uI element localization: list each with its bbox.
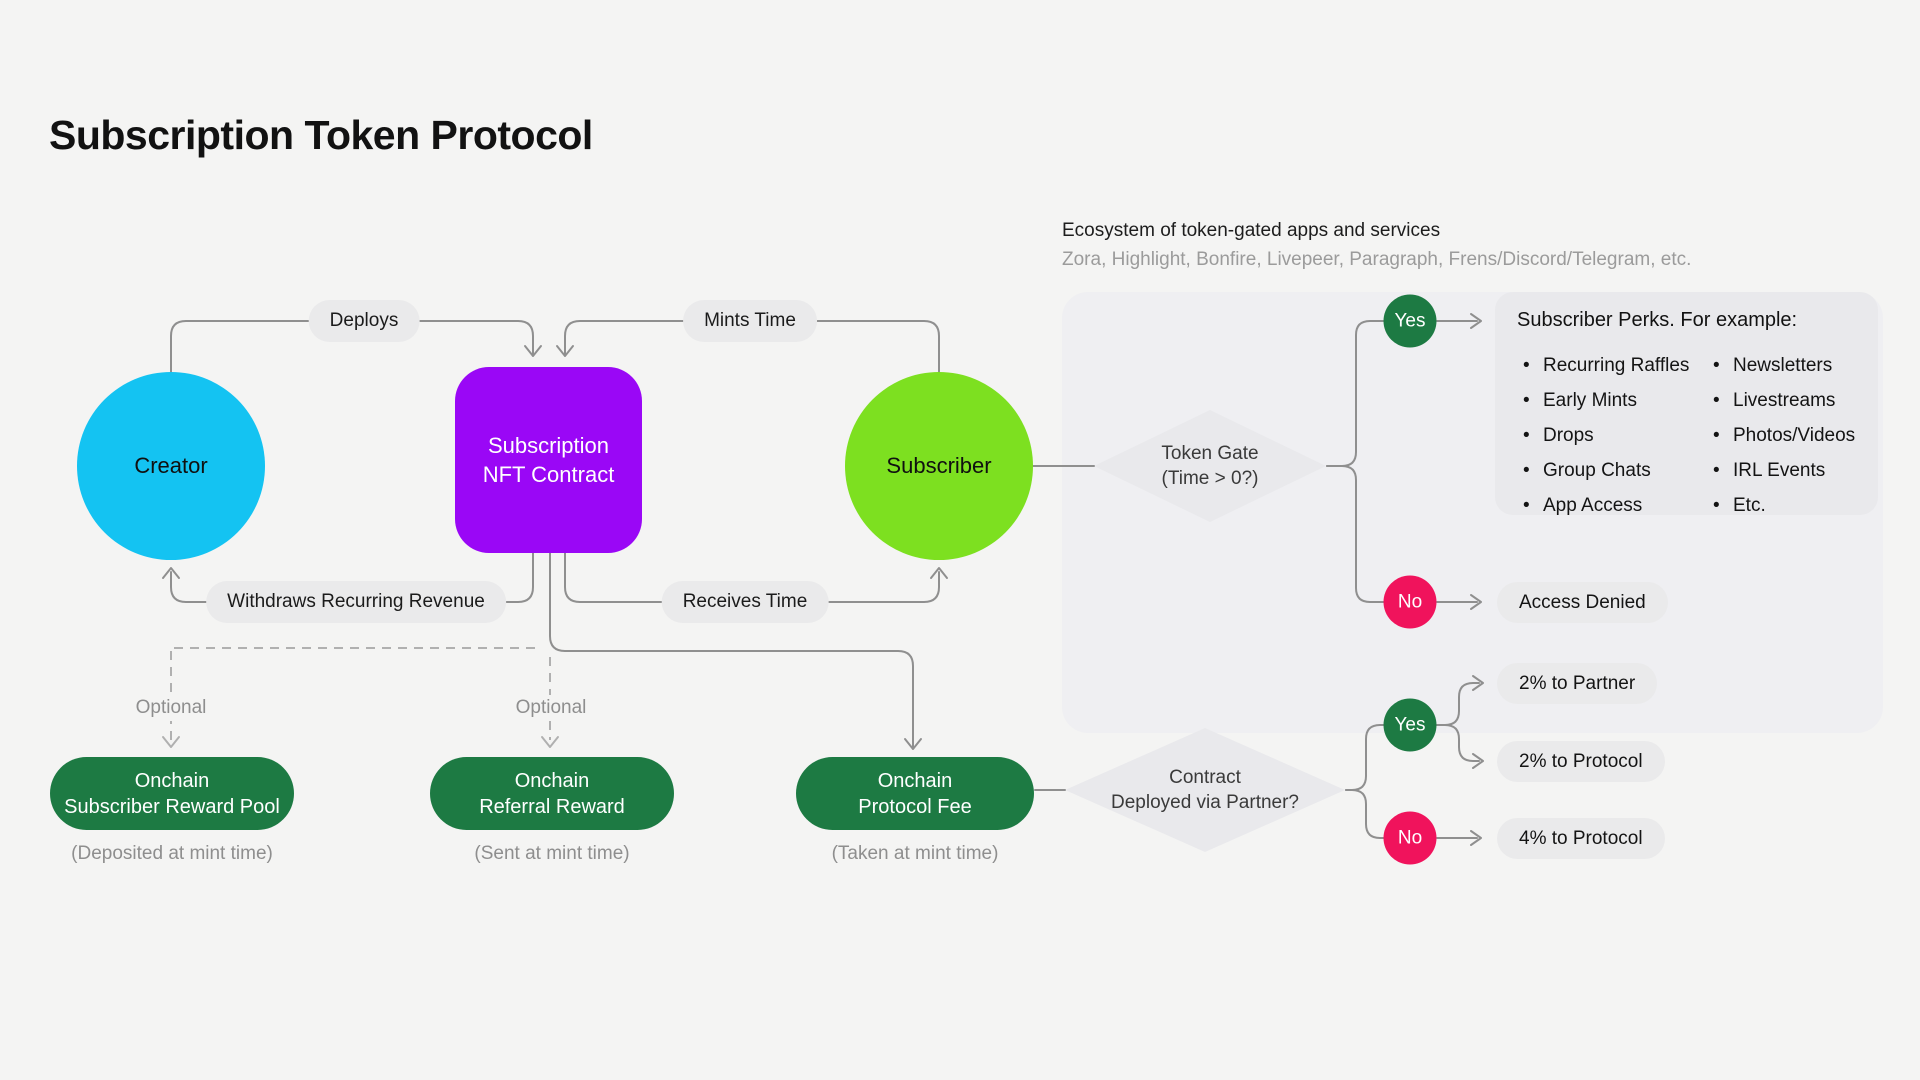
partner-fee-pill: 2% to Partner	[1497, 663, 1658, 704]
perk-item: Recurring Raffles	[1517, 355, 1707, 377]
edge-label-receives-time: Receives Time	[661, 581, 829, 623]
edge-label-withdraws: Withdraws Recurring Revenue	[206, 581, 506, 623]
creator-node: Creator	[77, 372, 265, 560]
reward-pool-caption: (Deposited at mint time)	[71, 843, 273, 864]
arrowhead-deploys	[524, 345, 542, 357]
optional-label-mid: Optional	[506, 695, 596, 721]
access-denied-pill: Access Denied	[1497, 582, 1668, 623]
arrowhead-mints	[556, 345, 574, 357]
arrowhead-protocol-fee	[904, 738, 922, 750]
partner-gate-label: Contract Deployed via Partner?	[1111, 765, 1299, 815]
referral-reward-caption: (Sent at mint time)	[474, 843, 630, 864]
partner-gate-yes-badge: Yes	[1383, 698, 1437, 752]
perk-item: Newsletters	[1707, 355, 1855, 377]
optional-label-left: Optional	[126, 695, 216, 721]
perk-item: Livestreams	[1707, 390, 1855, 412]
partner-gate-diamond	[1065, 728, 1345, 852]
partner-gate-no-badge: No	[1383, 811, 1437, 865]
edge-label-deploys: Deploys	[308, 300, 420, 342]
partner-gate-label-line2: Deployed via Partner?	[1111, 792, 1299, 813]
perk-item: Etc.	[1707, 495, 1855, 517]
perks-title: Subscriber Perks. For example:	[1517, 309, 1798, 331]
token-gate-label-line2: (Time > 0?)	[1161, 468, 1259, 489]
arrowhead-optional-mid	[541, 736, 559, 748]
perk-item: Group Chats	[1517, 460, 1707, 482]
nft-contract-node: Subscription NFT Contract	[455, 367, 642, 553]
subscriber-label: Subscriber	[886, 453, 992, 478]
creator-label: Creator	[134, 453, 208, 478]
perk-item: App Access	[1517, 495, 1707, 517]
protocol-fee-node: Onchain Protocol Fee	[796, 757, 1034, 830]
partner-gate-branch-no	[1345, 789, 1385, 839]
arrowhead-yes2-to-protocol	[1472, 753, 1484, 769]
token-gate-label-line1: Token Gate	[1161, 443, 1259, 464]
protocol-fee-caption: (Taken at mint time)	[831, 843, 999, 864]
partner-gate-label-line1: Contract	[1169, 767, 1241, 788]
ecosystem-subheading: Zora, Highlight, Bonfire, Livepeer, Para…	[1062, 249, 1692, 270]
perk-item: Drops	[1517, 425, 1707, 447]
arrowhead-withdraws	[162, 567, 180, 579]
protocol-fee-2-pill: 2% to Protocol	[1497, 741, 1665, 782]
nft-contract-label-line2: NFT Contract	[482, 462, 615, 487]
arrowhead-yes-to-perks	[1470, 313, 1482, 329]
subscriber-perks-box: Subscriber Perks. For example: Recurring…	[1495, 292, 1878, 517]
edge-yes2-to-protocol	[1436, 724, 1480, 762]
token-gate-branch-yes	[1326, 320, 1385, 467]
arrowhead-no2-to-protocol	[1470, 830, 1482, 846]
perk-item: Early Mints	[1517, 390, 1707, 412]
protocol-fee-4-pill: 4% to Protocol	[1497, 818, 1665, 859]
edge-label-mints-time: Mints Time	[683, 300, 817, 342]
subscriber-node: Subscriber	[845, 372, 1033, 560]
reward-pool-node: Onchain Subscriber Reward Pool	[50, 757, 294, 830]
token-gate-branch-no	[1326, 465, 1385, 603]
referral-reward-line1: Onchain	[514, 769, 590, 792]
perk-item: Photos/Videos	[1707, 425, 1855, 447]
referral-reward-node: Onchain Referral Reward	[430, 757, 674, 830]
token-gate-label: Token Gate (Time > 0?)	[1161, 441, 1258, 491]
token-gate-diamond	[1094, 410, 1326, 522]
token-gate-yes-badge: Yes	[1383, 294, 1437, 348]
referral-reward-line2: Referral Reward	[479, 795, 625, 818]
arrowhead-optional-left	[162, 736, 180, 748]
ecosystem-heading: Ecosystem of token-gated apps and servic…	[1062, 220, 1441, 241]
nft-contract-label-line1: Subscription	[487, 433, 610, 458]
arrowhead-yes2-to-partner	[1472, 675, 1484, 691]
perks-column-right: Newsletters Livestreams Photos/Videos IR…	[1707, 342, 1855, 530]
edge-protocol-fee-line	[549, 552, 914, 748]
reward-pool-line1: Onchain	[134, 769, 210, 792]
perks-columns: Recurring Raffles Early Mints Drops Grou…	[1517, 342, 1856, 530]
token-gate-no-badge: No	[1383, 575, 1437, 629]
partner-gate-branch-yes	[1345, 724, 1385, 791]
page-title: Subscription Token Protocol	[49, 112, 593, 158]
protocol-fee-line2: Protocol Fee	[858, 795, 972, 818]
arrowhead-no-to-denied	[1470, 594, 1482, 610]
protocol-fee-line1: Onchain	[877, 769, 953, 792]
edge-yes2-to-partner	[1436, 682, 1480, 726]
arrowhead-receives	[930, 567, 948, 579]
reward-pool-line2: Subscriber Reward Pool	[64, 795, 280, 818]
perk-item: IRL Events	[1707, 460, 1855, 482]
perks-column-left: Recurring Raffles Early Mints Drops Grou…	[1517, 342, 1707, 530]
